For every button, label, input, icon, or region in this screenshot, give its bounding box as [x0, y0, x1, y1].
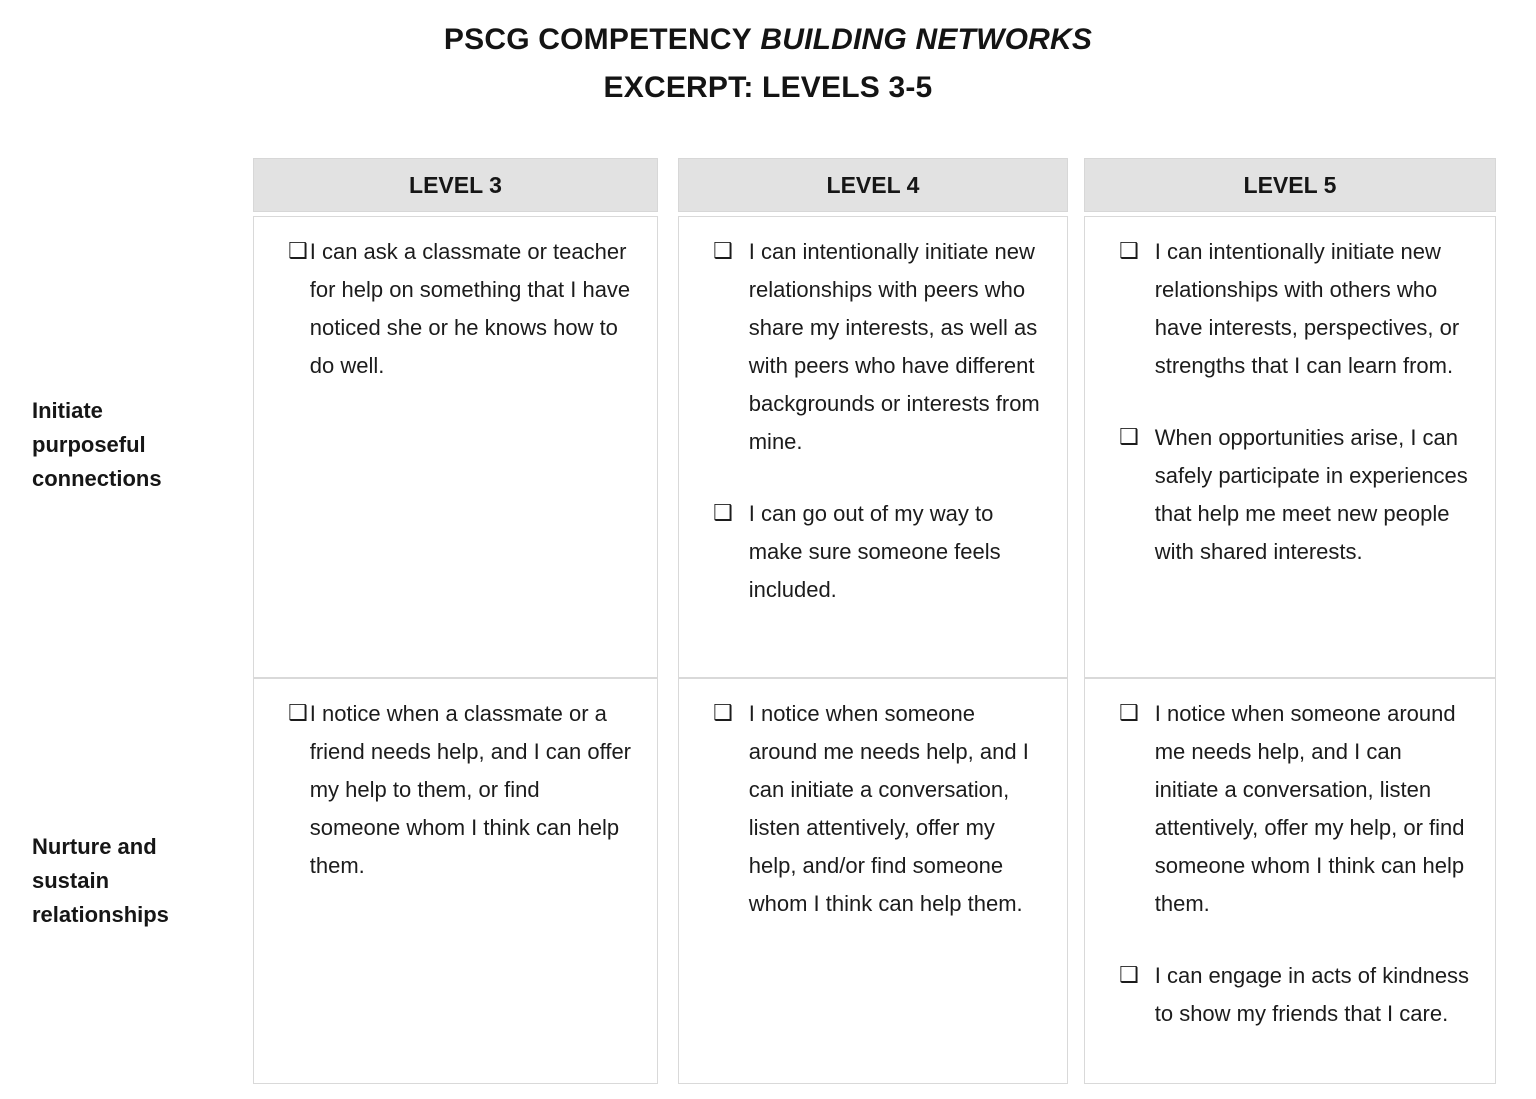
checkbox-bullet-icon: ❑: [713, 501, 733, 526]
document-title-prefix: PSCG COMPETENCY: [443, 23, 752, 56]
checklist-item-text: I can engage in acts of kindness to show…: [1154, 963, 1470, 1026]
checklist-item: ❑ I can intentionally initiate new relat…: [1119, 233, 1471, 385]
checkbox-bullet-icon: ❑: [1119, 425, 1139, 450]
checkbox-bullet-icon: ❑: [1119, 239, 1139, 264]
cell-level-5: ❑ I can intentionally initiate new relat…: [1084, 216, 1496, 678]
row-label: Initiate purposeful connections: [32, 398, 162, 491]
checklist-item: ❑ I notice when someone around me needs …: [713, 695, 1043, 923]
checkbox-bullet-icon: ❑: [288, 701, 308, 726]
checkbox-bullet-icon: ❑: [713, 239, 733, 264]
checklist-item-text: I notice when someone around me needs he…: [748, 701, 1029, 916]
checkbox-bullet-icon: ❑: [713, 701, 733, 726]
checklist-item-text: I can go out of my way to make sure some…: [748, 501, 1001, 602]
checklist-item-text: I can intentionally initiate new relatio…: [1154, 239, 1460, 378]
row-label-cell: Nurture and sustain relationships: [30, 678, 235, 1084]
checklist-item: ❑ I can engage in acts of kindness to sh…: [1119, 957, 1471, 1033]
checkbox-bullet-icon: ❑: [1119, 701, 1139, 726]
checkbox-bullet-icon: ❑: [288, 239, 308, 264]
column-header-level-4: LEVEL 4: [678, 158, 1068, 212]
row-label: Nurture and sustain relationships: [32, 834, 169, 927]
cell-level-3: ❑ I notice when a classmate or a friend …: [253, 678, 658, 1084]
cell-level-3: ❑ I can ask a classmate or teacher for h…: [253, 216, 658, 678]
row-label-cell: Initiate purposeful connections: [30, 212, 235, 678]
checklist-item-text: I can ask a classmate or teacher for hel…: [309, 239, 631, 378]
document-title-emphasis: BUILDING NETWORKS: [760, 23, 1093, 56]
checkbox-bullet-icon: ❑: [1119, 963, 1139, 988]
competency-table: LEVEL 3 LEVEL 4 LEVEL 5 Initiate purpose…: [30, 158, 1536, 1084]
checklist-item: ❑ I notice when someone around me needs …: [1119, 695, 1471, 923]
header-spacer: [30, 158, 235, 212]
table-row: Nurture and sustain relationships ❑ I no…: [30, 678, 1536, 1084]
column-header-level-5: LEVEL 5: [1084, 158, 1496, 212]
checklist-item: ❑ I can ask a classmate or teacher for h…: [288, 233, 633, 385]
checklist-item: ❑ When opportunities arise, I can safely…: [1119, 419, 1471, 571]
cell-level-5: ❑ I notice when someone around me needs …: [1084, 678, 1496, 1084]
checklist-item-text: When opportunities arise, I can safely p…: [1154, 425, 1468, 564]
checklist-item-text: I can intentionally initiate new relatio…: [748, 239, 1040, 454]
checklist-item-text: I notice when a classmate or a friend ne…: [309, 701, 632, 878]
checklist-item-text: I notice when someone around me needs he…: [1154, 701, 1465, 916]
column-header-level-3: LEVEL 3: [253, 158, 658, 212]
cell-level-4: ❑ I notice when someone around me needs …: [678, 678, 1068, 1084]
cell-level-4: ❑ I can intentionally initiate new relat…: [678, 216, 1068, 678]
table-header-row: LEVEL 3 LEVEL 4 LEVEL 5: [30, 158, 1536, 212]
checklist-item: ❑ I can intentionally initiate new relat…: [713, 233, 1043, 461]
checklist-item: ❑ I can go out of my way to make sure so…: [713, 495, 1043, 609]
document-subtitle: EXCERPT: LEVELS 3-5: [603, 71, 933, 104]
table-row: Initiate purposeful connections ❑ I can …: [30, 212, 1536, 678]
checklist-item: ❑ I notice when a classmate or a friend …: [288, 695, 633, 885]
